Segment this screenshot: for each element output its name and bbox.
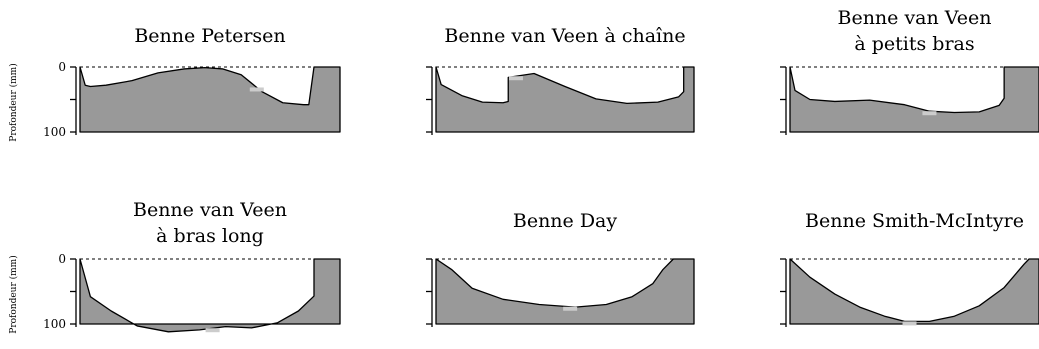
panel-title: Benne van Veen	[133, 199, 287, 221]
tick-label-0: 0	[58, 252, 66, 266]
panel-title: Benne Smith-McIntyre	[805, 210, 1024, 232]
sediment-profile	[79, 258, 341, 333]
y-axis-label: Profondeur (mm)	[8, 255, 19, 333]
hinge-notch	[205, 328, 220, 333]
tick-label-100: 100	[43, 125, 66, 139]
y-axis-label: Profondeur (mm)	[8, 63, 19, 141]
panel-4: 0 100 Profondeur (mm) Benne van Veen à bras …	[8, 199, 341, 334]
hinge-notch	[249, 87, 264, 92]
hinge-notch	[922, 111, 937, 116]
tick-label-100: 100	[43, 317, 66, 331]
panel-title: à bras long	[156, 225, 264, 247]
panel-title: Benne Petersen	[134, 25, 285, 47]
panel-title: Benne van Veen	[837, 7, 991, 29]
panel-3: Benne van Veen à petits bras	[780, 7, 1039, 135]
sediment-profile	[789, 66, 1039, 133]
panel-1: 0 100 Profondeur (mm) Benne Petersen	[8, 25, 341, 142]
panel-5: Benne Day	[426, 210, 695, 327]
panel-6: Benne Smith-McIntyre	[780, 210, 1039, 327]
hinge-notch	[563, 306, 578, 311]
sediment-profile	[435, 258, 695, 325]
tick-label-0: 0	[58, 60, 66, 74]
sediment-profile	[435, 66, 695, 133]
panel-title: Benne van Veen à chaîne	[444, 25, 685, 47]
sediment-profile	[789, 258, 1039, 325]
panel-2: Benne van Veen à chaîne	[426, 25, 695, 135]
panel-title: à petits bras	[854, 33, 974, 55]
hinge-notch	[902, 321, 917, 326]
sediment-profile	[79, 66, 341, 133]
hinge-notch	[508, 76, 523, 81]
panel-title: Benne Day	[513, 210, 618, 232]
